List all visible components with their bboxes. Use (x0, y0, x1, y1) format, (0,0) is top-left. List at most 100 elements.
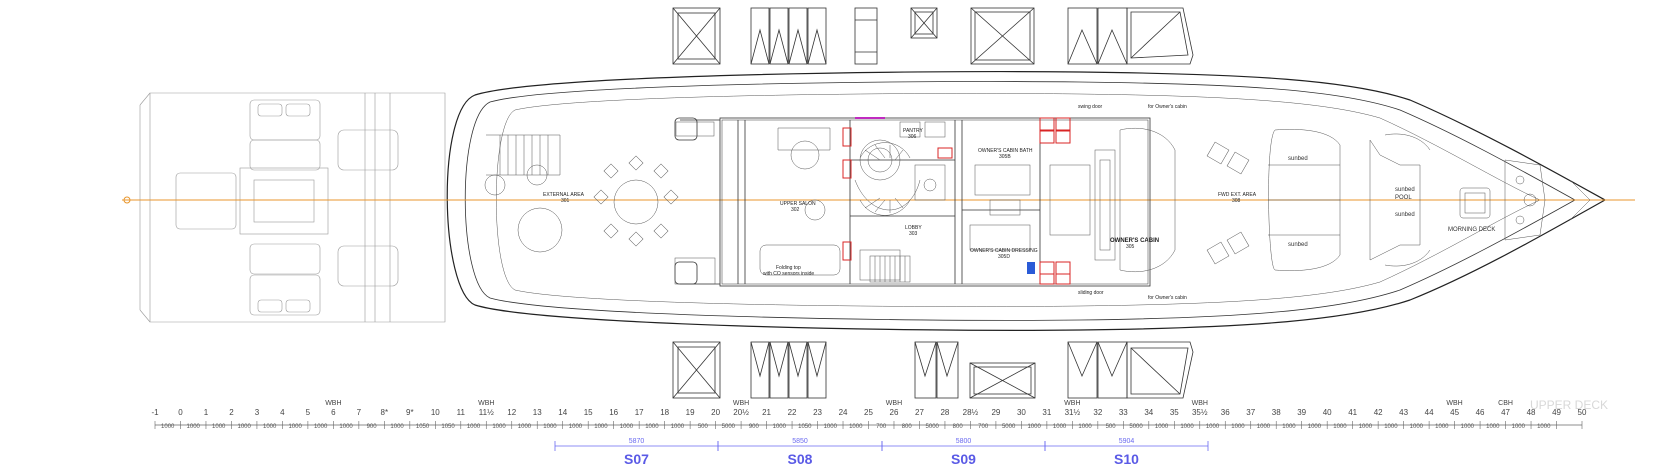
room-fwd-ext-area-code: 308 (1232, 198, 1241, 204)
frame-number: 47 (1501, 408, 1510, 417)
frame-number: 50 (1578, 408, 1587, 417)
frame-spacing: 1000 (390, 424, 404, 430)
frame-number: 23 (813, 408, 822, 417)
frame-number: 12 (507, 408, 516, 417)
room-external-area-code: 301 (561, 198, 570, 204)
frame-spacing: 1000 (1486, 424, 1500, 430)
frame-spacing: 1000 (594, 424, 608, 430)
frame-number: 28 (940, 408, 949, 417)
room-lobby: LOBBY (905, 225, 922, 231)
bottom-window-elevations (672, 341, 1194, 399)
frame-spacing: 1000 (1027, 424, 1041, 430)
frame-number: 34 (1144, 408, 1153, 417)
frame-number: 19 (686, 408, 695, 417)
frame-spacing: 1000 (314, 424, 328, 430)
external-area-furniture (484, 134, 679, 253)
section-length: 5870 (629, 438, 645, 445)
frame-spacing: 1000 (1282, 424, 1296, 430)
top-window-elevations (672, 7, 1194, 65)
frame-number: 39 (1297, 408, 1306, 417)
frame-spacing: 700 (876, 424, 887, 430)
frame-number: 24 (839, 408, 848, 417)
section-name: S08 (788, 451, 813, 467)
frame-number: 35 (1170, 408, 1179, 417)
frame-spacing: 1000 (569, 424, 583, 430)
frame-number: 31 (1042, 408, 1051, 417)
frame-number: 45 (1450, 408, 1459, 417)
room-external-area: EXTERNAL AREA (543, 192, 585, 198)
frame-number: 35½ (1192, 408, 1208, 417)
section-name: S09 (951, 451, 976, 467)
frame-number: 33 (1119, 408, 1128, 417)
centerline-marker (123, 196, 131, 204)
room-labels: EXTERNAL AREA 301 UPPER SALON 302 PANTRY… (543, 104, 1495, 301)
frame-spacing: 700 (978, 424, 989, 430)
frame-spacing: 1000 (645, 424, 659, 430)
frame-spacing: 1000 (543, 424, 557, 430)
frame-spacing: 800 (953, 424, 964, 430)
frame-number: 30 (1017, 408, 1026, 417)
frame-spacing: 800 (902, 424, 913, 430)
room-owners-bath: OWNER'S CABIN BATH (978, 148, 1033, 154)
frame-spacing: 5000 (1129, 424, 1143, 430)
frame-spacing: 1000 (1180, 424, 1194, 430)
frame-number: 10 (431, 408, 440, 417)
frame-spacing: 1000 (518, 424, 532, 430)
frame-spacing: 500 (1106, 424, 1117, 430)
frame-number: 49 (1552, 408, 1561, 417)
section-name: S10 (1114, 451, 1139, 467)
hull-outline (446, 70, 1607, 331)
frame-spacing: 5000 (926, 424, 940, 430)
frame-number: 22 (788, 408, 797, 417)
wbh-label: WBH (1446, 400, 1462, 407)
frame-number: 3 (255, 408, 260, 417)
note-folding-top: Folding top (776, 265, 801, 271)
frame-spacing: 1000 (1333, 424, 1347, 430)
frame-number: 2 (229, 408, 234, 417)
frame-number: 27 (915, 408, 924, 417)
frame-spacing: 1000 (849, 424, 863, 430)
frame-spacing: 1000 (1512, 424, 1526, 430)
wbh-label: WBH (1192, 400, 1208, 407)
frame-spacing: 500 (698, 424, 709, 430)
room-upper-salon-code: 302 (791, 207, 800, 213)
frame-number: 42 (1374, 408, 1383, 417)
room-owners-dressing: OWNER'S CABIN DRESSING (970, 248, 1038, 254)
wbh-label: WBH (886, 400, 902, 407)
frame-number: 13 (533, 408, 542, 417)
frame-spacing: 1000 (671, 424, 685, 430)
pool-label: POOL (1395, 195, 1412, 201)
frame-number: 40 (1323, 408, 1332, 417)
frame-spacing: 1000 (492, 424, 506, 430)
frame-number: 16 (609, 408, 618, 417)
frame-number: 4 (280, 408, 285, 417)
frame-number: 38 (1272, 408, 1281, 417)
section-length: 5800 (956, 438, 972, 445)
note-folding-top-detail: with CO sensors inside (763, 271, 814, 277)
frame-number: 26 (890, 408, 899, 417)
frame-spacing: 1000 (1231, 424, 1245, 430)
note-sliding-door: sliding door (1078, 290, 1104, 296)
frame-spacing: 1000 (1435, 424, 1449, 430)
frame-number: 41 (1348, 408, 1357, 417)
section-length: 5904 (1119, 438, 1135, 445)
wbh-label: WBH (478, 400, 494, 407)
room-pantry: PANTRY (903, 128, 923, 134)
cbh-label: CBH (1498, 400, 1513, 407)
frame-spacing: 1000 (161, 424, 175, 430)
frame-spacing: 1050 (798, 424, 812, 430)
wbh-label: WBH (325, 400, 341, 407)
frame-spacing: 1000 (1308, 424, 1322, 430)
sunbed-label-4: sunbed (1395, 212, 1415, 218)
frame-number: 28½ (963, 408, 979, 417)
frame-number: 11½ (479, 408, 494, 417)
deck-title: UPPER DECK (1530, 398, 1608, 412)
frame-spacing: 1000 (467, 424, 481, 430)
sunbed-label-1: sunbed (1288, 156, 1308, 162)
frame-spacing: 1000 (1384, 424, 1398, 430)
frame-number: 36 (1221, 408, 1230, 417)
frame-number: 25 (864, 408, 873, 417)
frame-number: 5 (306, 408, 311, 417)
